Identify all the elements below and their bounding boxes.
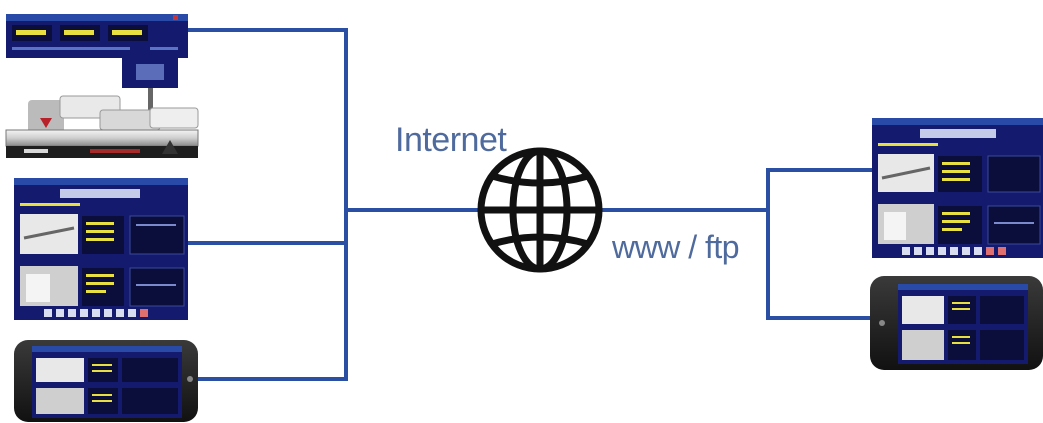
- link-machine: [188, 28, 348, 210]
- link-phone-left: [198, 210, 348, 381]
- globe-icon: [477, 147, 603, 273]
- link-right-phone: [766, 210, 870, 320]
- protocol-label: www / ftp: [612, 229, 740, 265]
- measuring-machine-station: [5, 14, 199, 158]
- machine-body: [5, 95, 199, 158]
- desktop-software-window-right: [872, 118, 1043, 258]
- toolbar-buttons: [44, 309, 148, 317]
- desktop-software-window: [14, 178, 188, 320]
- toolbar-buttons-right: [902, 247, 1006, 255]
- connection-lines: [188, 28, 872, 381]
- smartphone-app-right: [870, 276, 1043, 370]
- internet-label: Internet: [395, 121, 507, 159]
- smartphone-app: [14, 340, 198, 422]
- link-right-desktop: [766, 168, 872, 210]
- readout-window: [6, 14, 188, 58]
